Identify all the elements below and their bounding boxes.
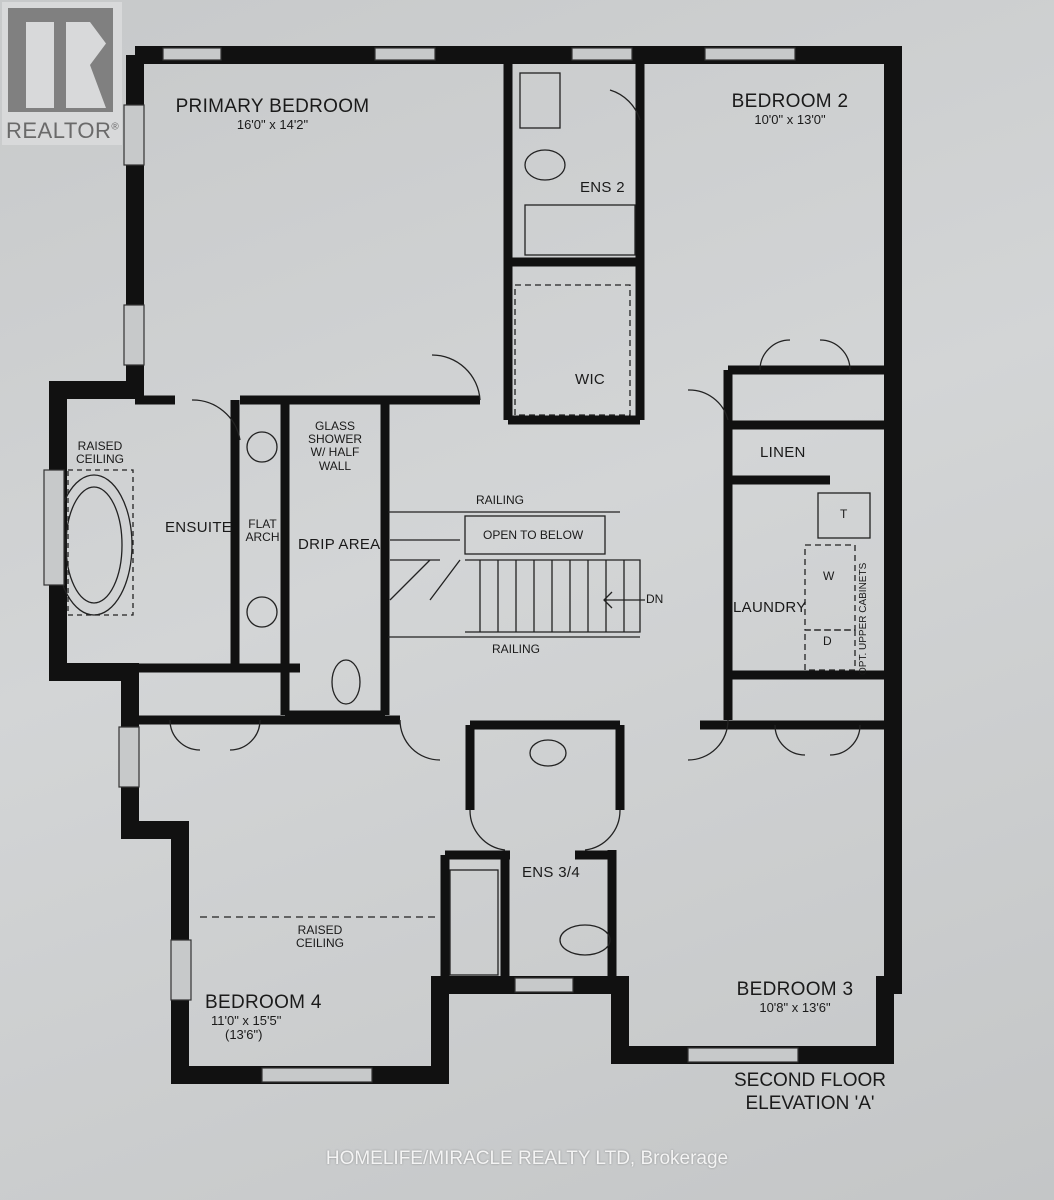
room-name: BEDROOM 2 — [731, 91, 849, 112]
exterior-walls — [49, 46, 902, 1084]
note-upper-cabinets: OPT. UPPER CABINETS — [858, 562, 869, 675]
room-bedroom-3: BEDROOM 3 10'8" x 13'6" — [720, 979, 870, 1015]
note-flat-arch: FLAT ARCH — [240, 517, 285, 545]
room-dimensions: 11'0" x 15'5" — [211, 1012, 282, 1028]
note-open-to-below: OPEN TO BELOW — [483, 528, 584, 542]
room-name: PRIMARY BEDROOM — [175, 96, 370, 117]
room-dimensions: 10'8" x 13'6" — [759, 999, 831, 1015]
fixtures — [55, 72, 871, 976]
room-ens34: ENS 3/4 — [522, 864, 580, 881]
note-railing-top: RAILING — [476, 493, 525, 507]
room-primary-bedroom: PRIMARY BEDROOM 16'0" x 14'2" — [175, 96, 370, 132]
note-line: W/ HALF — [310, 445, 360, 460]
room-bedroom-4: BEDROOM 4 11'0" x 15'5" (13'6") — [205, 992, 325, 1043]
plan-caption: SECOND FLOOR ELEVATION 'A' — [700, 1070, 920, 1116]
note-glass-shower: GLASS SHOWER W/ HALF WALL — [295, 419, 375, 473]
note-line: WALL — [318, 458, 352, 473]
note-line: RAISED — [297, 923, 343, 937]
brokerage-watermark: HOMELIFE/MIRACLE REALTY LTD, Brokerage — [325, 1148, 729, 1169]
room-name: BEDROOM 3 — [736, 979, 854, 1000]
room-dimensions: 16'0" x 14'2" — [236, 116, 309, 132]
room-laundry: LAUNDRY — [733, 599, 807, 616]
note-raised-ceiling-bed4: RAISED CEILING — [290, 923, 350, 951]
caption-line: ELEVATION 'A' — [745, 1092, 875, 1114]
room-alt-dimensions: (13'6") — [225, 1027, 263, 1043]
realtor-logo: REALTOR® — [2, 2, 122, 145]
fixture-washer-label: W — [823, 569, 835, 583]
fixture-dryer-label: D — [823, 634, 832, 648]
note-raised-ceiling-ensuite: RAISED CEILING — [70, 439, 130, 467]
room-ensuite: ENSUITE — [165, 519, 233, 536]
fixture-tub-label: T — [840, 507, 848, 521]
note-line: ARCH — [245, 530, 280, 545]
room-name: BEDROOM 4 — [205, 992, 322, 1013]
note-stairs-down: DN — [646, 592, 664, 606]
note-line: CEILING — [295, 936, 344, 951]
room-wic: WIC — [575, 371, 606, 388]
note-railing-bottom: RAILING — [492, 642, 541, 656]
room-dimensions: 10'0" x 13'0" — [754, 111, 826, 127]
room-bedroom-2: BEDROOM 2 10'0" x 13'0" — [720, 91, 860, 127]
note-line: GLASS — [314, 419, 356, 433]
room-drip-area: DRIP AREA — [298, 536, 381, 553]
room-ens2: ENS 2 — [580, 179, 625, 196]
caption-line: SECOND FLOOR — [733, 1070, 887, 1091]
note-line: FLAT — [248, 517, 277, 531]
note-line: CEILING — [75, 452, 124, 467]
note-line: RAISED — [77, 439, 123, 453]
windows — [43, 47, 799, 1083]
note-line: SHOWER — [308, 432, 362, 447]
room-linen: LINEN — [760, 444, 806, 461]
